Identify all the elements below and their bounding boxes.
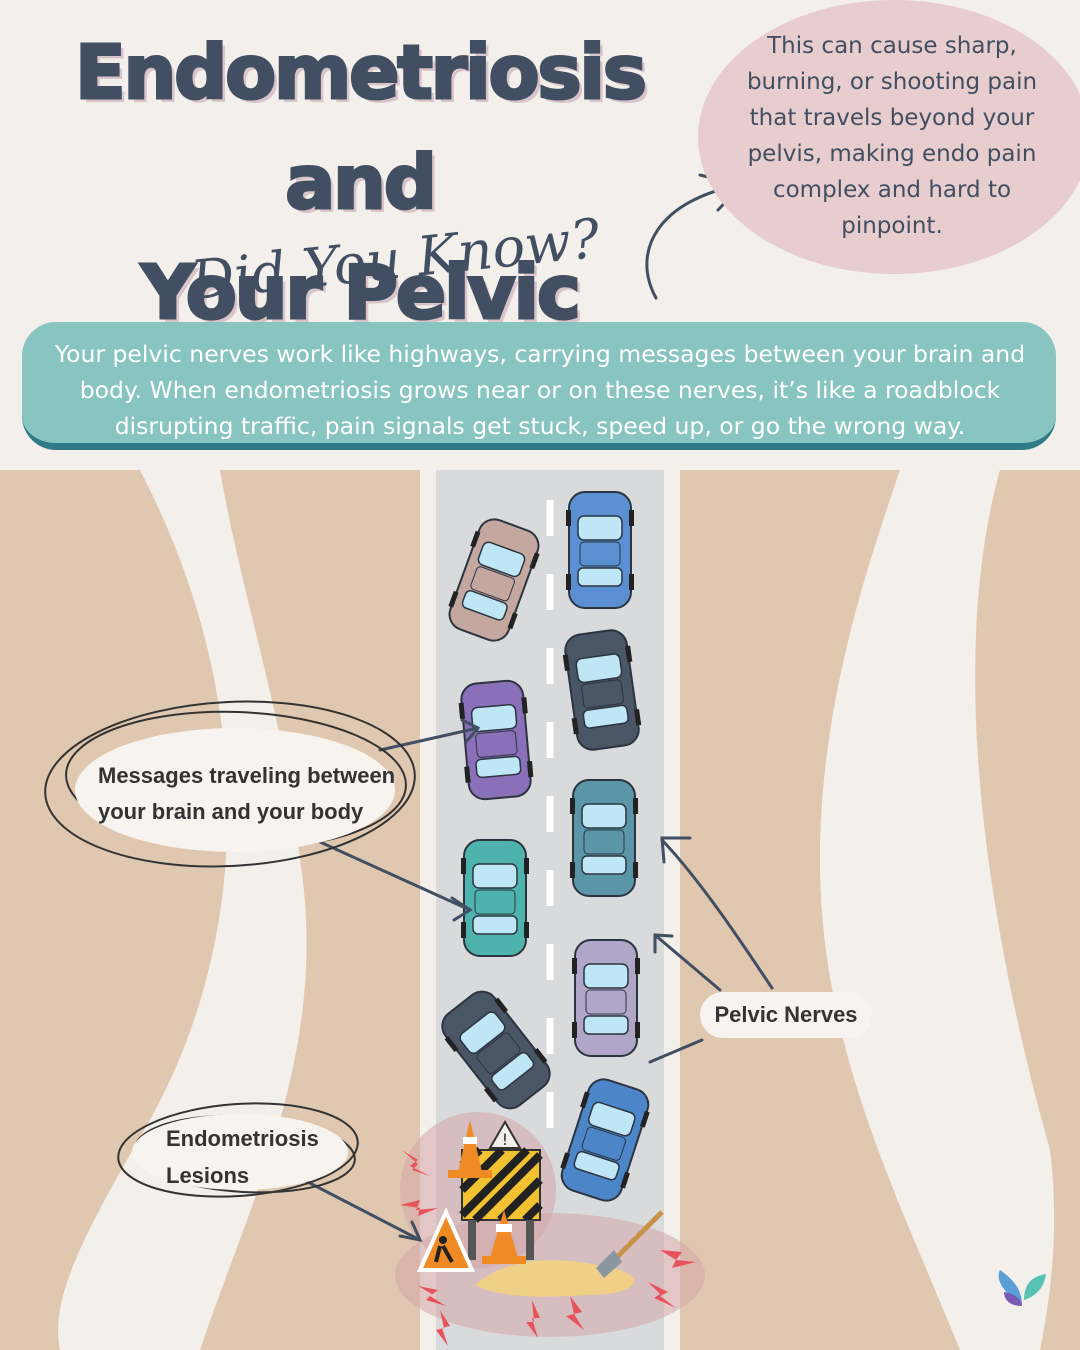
car-dark-taxi	[441, 990, 551, 1110]
messages-label-bg	[75, 728, 395, 852]
pelvic-nerves-label: Pelvic Nerves	[700, 992, 872, 1038]
note-text: This can cause sharp, burning, or shooti…	[746, 33, 1038, 239]
caution-sign: !	[488, 1119, 522, 1149]
messages-label: Messages traveling between your brain an…	[98, 758, 398, 830]
car-blue-2	[560, 1078, 650, 1202]
car-dark	[562, 629, 642, 751]
car-brown	[448, 518, 540, 642]
pain-bolt-icons	[400, 1150, 696, 1346]
info-banner-text: Your pelvic nerves work like highways, c…	[54, 340, 1026, 440]
messages-arrow-bottom	[318, 840, 472, 912]
info-banner	[22, 322, 1056, 450]
note-bubble	[698, 0, 1080, 274]
traffic-cone-1	[448, 1120, 492, 1178]
lesions-label-bg	[132, 1114, 348, 1190]
nerves-arrow-mid	[653, 933, 722, 992]
messages-arrow-top	[378, 726, 480, 752]
car-teal-taxi	[570, 779, 638, 897]
lesions-label-line-2: Lesions	[166, 1163, 250, 1188]
car-lavender	[572, 939, 640, 1057]
messages-label-line-2: your brain and your body	[98, 799, 364, 824]
body-silhouette	[0, 470, 1080, 1350]
lesions-label-line-1: Endometriosis	[166, 1126, 319, 1151]
messages-label-line-1: Messages traveling between	[98, 763, 396, 788]
lesions-arrow	[298, 1176, 422, 1242]
nerves-arrow-low	[648, 1038, 704, 1064]
traffic-cone-2	[482, 1210, 526, 1264]
lesion-construction-zone: !	[395, 1112, 705, 1346]
title-line-1: Endometriosis and	[74, 29, 649, 228]
car-green	[461, 839, 529, 957]
car-blue	[566, 491, 634, 609]
traffic-cars	[441, 491, 650, 1202]
nerves-arrow-top	[660, 838, 774, 990]
shovel-icon	[596, 1210, 664, 1278]
workers-warning-sign	[416, 1207, 476, 1272]
car-purple-taxi	[458, 679, 534, 801]
svg-text:!: !	[502, 1130, 508, 1149]
lesions-label: Endometriosis Lesions	[166, 1120, 336, 1194]
butterfly-logo-icon	[998, 1270, 1046, 1306]
